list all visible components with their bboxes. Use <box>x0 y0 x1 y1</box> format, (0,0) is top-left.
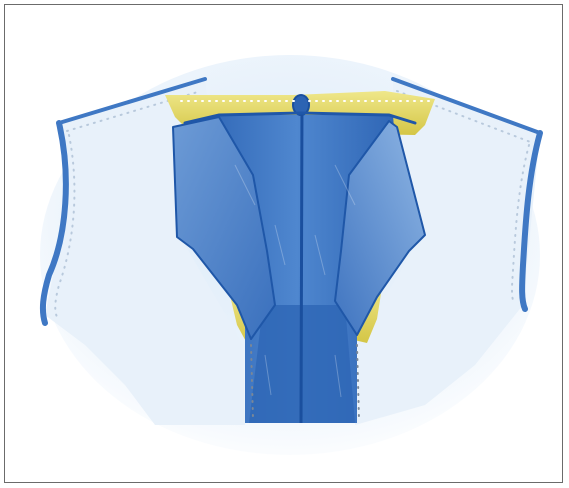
figure-frame <box>4 4 563 483</box>
garment-illustration <box>5 5 563 483</box>
center-back-seam <box>301 101 302 423</box>
